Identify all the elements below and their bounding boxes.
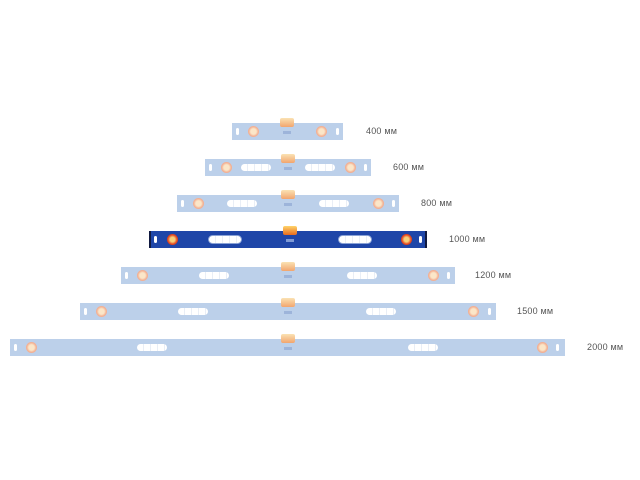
brand-logo-icon xyxy=(283,131,291,134)
level-600mm[interactable] xyxy=(205,154,371,176)
vial-right-icon xyxy=(468,306,479,317)
hang-slot-right-icon xyxy=(336,128,339,135)
hang-slot-left-icon xyxy=(209,164,212,171)
brand-logo-icon xyxy=(284,167,292,170)
grip-handle-right-icon xyxy=(408,344,438,351)
level-1000mm[interactable] xyxy=(149,226,427,248)
hang-slot-right-icon xyxy=(447,272,450,279)
top-vial-icon xyxy=(281,154,295,163)
vial-left-icon xyxy=(26,342,37,353)
grip-handle-right-icon xyxy=(366,308,396,315)
brand-logo-icon xyxy=(286,239,294,242)
hang-slot-left-icon xyxy=(125,272,128,279)
length-label-1500: 1500 мм xyxy=(517,306,554,316)
grip-handle-left-icon xyxy=(227,200,257,207)
grip-handle-right-icon xyxy=(319,200,349,207)
hang-slot-right-icon xyxy=(364,164,367,171)
hang-slot-left-icon xyxy=(84,308,87,315)
vial-right-icon xyxy=(428,270,439,281)
hang-slot-right-icon xyxy=(488,308,491,315)
grip-handle-left-icon xyxy=(137,344,167,351)
vial-left-icon xyxy=(248,126,259,137)
top-vial-icon xyxy=(281,334,295,343)
hang-slot-right-icon xyxy=(392,200,395,207)
grip-handle-left-icon xyxy=(199,272,229,279)
grip-handle-left-icon xyxy=(241,164,271,171)
grip-handle-right-icon xyxy=(339,236,371,243)
brand-logo-icon xyxy=(284,275,292,278)
brand-logo-icon xyxy=(284,347,292,350)
level-400mm[interactable] xyxy=(232,118,343,140)
vial-right-icon xyxy=(537,342,548,353)
vial-right-icon xyxy=(316,126,327,137)
hang-slot-left-icon xyxy=(236,128,239,135)
grip-handle-right-icon xyxy=(305,164,335,171)
level-1500mm[interactable] xyxy=(80,298,496,320)
top-vial-icon xyxy=(280,118,294,127)
length-label-600: 600 мм xyxy=(393,162,425,172)
grip-handle-right-icon xyxy=(347,272,377,279)
grip-handle-left-icon xyxy=(209,236,241,243)
hang-slot-right-icon xyxy=(419,236,422,243)
vial-right-icon xyxy=(401,234,412,245)
hang-slot-left-icon xyxy=(154,236,157,243)
brand-logo-icon xyxy=(284,203,292,206)
grip-handle-left-icon xyxy=(178,308,208,315)
hang-slot-left-icon xyxy=(14,344,17,351)
vial-right-icon xyxy=(345,162,356,173)
length-label-1200: 1200 мм xyxy=(475,270,512,280)
top-vial-icon xyxy=(281,190,295,199)
length-label-800: 800 мм xyxy=(421,198,453,208)
hang-slot-right-icon xyxy=(556,344,559,351)
brand-logo-icon xyxy=(284,311,292,314)
length-label-400: 400 мм xyxy=(366,126,398,136)
top-vial-icon xyxy=(281,262,295,271)
level-800mm[interactable] xyxy=(177,190,399,212)
length-label-1000: 1000 мм xyxy=(449,234,486,244)
vial-left-icon xyxy=(137,270,148,281)
length-label-2000: 2000 мм xyxy=(587,342,624,352)
level-1200mm[interactable] xyxy=(121,262,455,284)
vial-right-icon xyxy=(373,198,384,209)
top-vial-icon xyxy=(281,298,295,307)
level-2000mm[interactable] xyxy=(10,334,565,356)
top-vial-icon xyxy=(283,226,297,235)
vial-left-icon xyxy=(167,234,178,245)
hang-slot-left-icon xyxy=(181,200,184,207)
vial-left-icon xyxy=(193,198,204,209)
vial-left-icon xyxy=(96,306,107,317)
vial-left-icon xyxy=(221,162,232,173)
